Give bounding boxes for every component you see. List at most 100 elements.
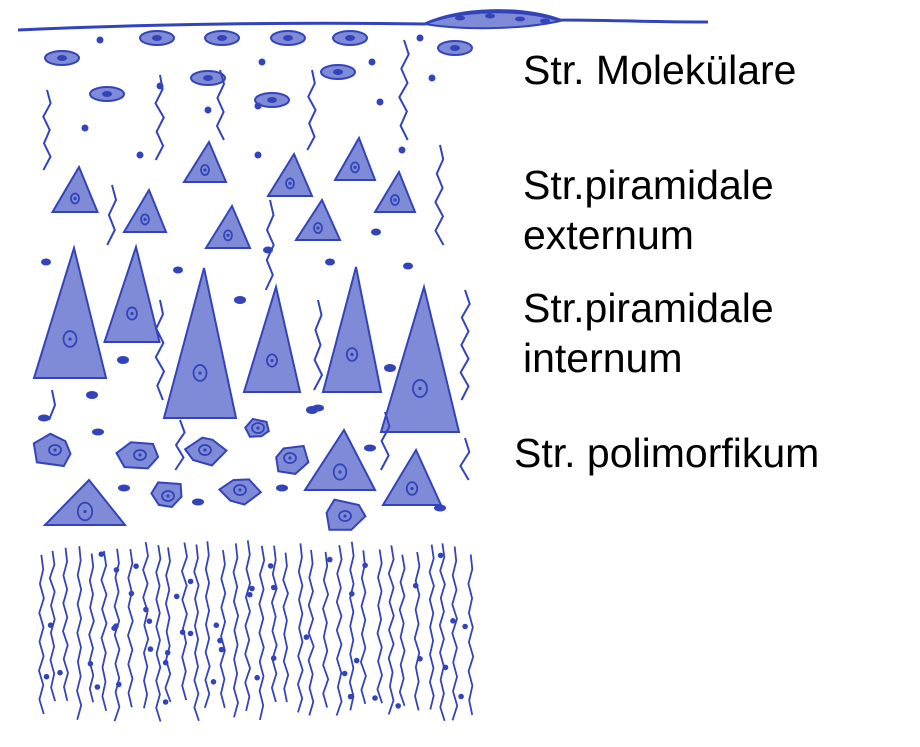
polymorphic-cell [151,482,181,507]
glial-nucleus [333,69,343,75]
fiber-dot [147,618,153,624]
fiber-dot [247,592,253,598]
molecular-fiber [399,40,408,140]
molecular-dot [82,125,89,132]
external-fiber [107,185,116,245]
small-pyramidal-cell [206,206,250,248]
pia-line [18,11,708,30]
molecular-fiber [43,90,50,170]
cell-nucleolus [288,456,291,459]
polymorphic-dot [312,405,324,412]
fiber-dot [413,583,419,589]
nerve-fiber [194,544,199,720]
glial-nucleus [450,45,460,51]
nerve-fiber [205,541,210,707]
nerve-fiber [337,545,342,715]
nerve-fiber [283,553,288,702]
fiber-dot [354,658,360,664]
polymorphic-fiber [175,420,184,470]
fiber-dot [148,646,154,652]
fiber-dot [254,675,260,681]
nerve-fiber [259,546,264,720]
external-pyramidal-layer-drawing [41,138,444,290]
nerve-fiber [221,550,226,708]
molecular-dot [97,37,104,44]
polymorphic-cell [219,479,260,504]
fiber-dot [348,694,354,700]
large-pyramidal-cell [34,248,106,378]
fiber-dot [327,557,333,563]
molecular-dot [137,152,144,159]
nerve-fiber [128,549,133,707]
glial-nucleus [152,35,162,41]
cell-nucleolus [203,448,206,451]
fiber-dot [438,553,444,559]
nerve-fiber [430,545,434,710]
cell-nucleolus [353,166,356,169]
fiber-dot [44,674,50,680]
fiber-dot [163,660,169,666]
internal-fiber [156,300,164,400]
glial-nucleus [283,35,293,41]
fiber-dot [163,699,169,705]
polymorphic-dot [38,415,50,422]
external-dot [325,259,335,266]
fiber-dot [249,586,255,592]
polymorphic-pyramidal-cell [305,430,375,490]
glial-nucleus [203,75,213,81]
nerve-fiber [468,555,473,715]
fiber-dot [372,695,378,701]
internal-dot [117,356,129,364]
fiber-dot [362,563,368,569]
vessel-nucleus [515,17,525,22]
nerve-fiber [165,547,170,702]
vessel-nucleus [485,14,495,19]
fiber-dot [417,656,423,662]
label-internal-pyramidal-layer: Str.piramidale internum [523,283,774,383]
glial-nucleus [267,97,277,103]
cell-nucleolus [270,359,273,362]
nerve-fiber [361,550,366,704]
molecular-dot [399,147,406,154]
fiber-dot [133,563,139,569]
cell-nucleolus [138,453,141,456]
polymorphic-dot [276,485,288,492]
cell-nucleolus [288,182,291,185]
nerve-fiber [143,542,148,708]
small-pyramidal-cell [296,200,340,240]
small-pyramidal-cell [375,172,415,212]
molecular-fiber [307,70,315,150]
fiber-dot [174,594,180,600]
small-pyramidal-cell [335,138,375,180]
nerve-fiber [182,543,187,701]
nerve-fiber [77,546,81,719]
fiber-dot [458,694,464,700]
cell-nucleolus [338,470,341,473]
internal-fiber [314,300,322,390]
molecular-dot [255,152,262,159]
large-pyramidal-cell [105,247,160,342]
glial-nucleus [102,91,112,97]
fiber-dot [57,670,63,676]
nerve-fiber [350,542,354,711]
fiber-dot [443,665,449,671]
internal-fiber [461,290,470,400]
molecular-dot [205,107,212,114]
cell-nucleolus [316,226,319,229]
internal-dot [234,296,246,304]
internal-dot [86,391,98,399]
nerve-fiber [272,546,277,702]
label-external-pyramidal-layer: Str.piramidale externum [523,160,774,260]
polymorphic-dot [192,499,204,506]
polymorphic-cell [276,446,308,474]
polymorphic-cell [34,434,71,466]
nerve-fiber [323,552,328,708]
external-dot [371,229,381,236]
fiber-dot [88,661,94,667]
fiber-dot [271,585,277,591]
fiber-dot [342,671,348,677]
nerve-fiber [452,546,457,720]
cell-nucleolus [350,353,353,356]
external-dot [403,263,413,270]
